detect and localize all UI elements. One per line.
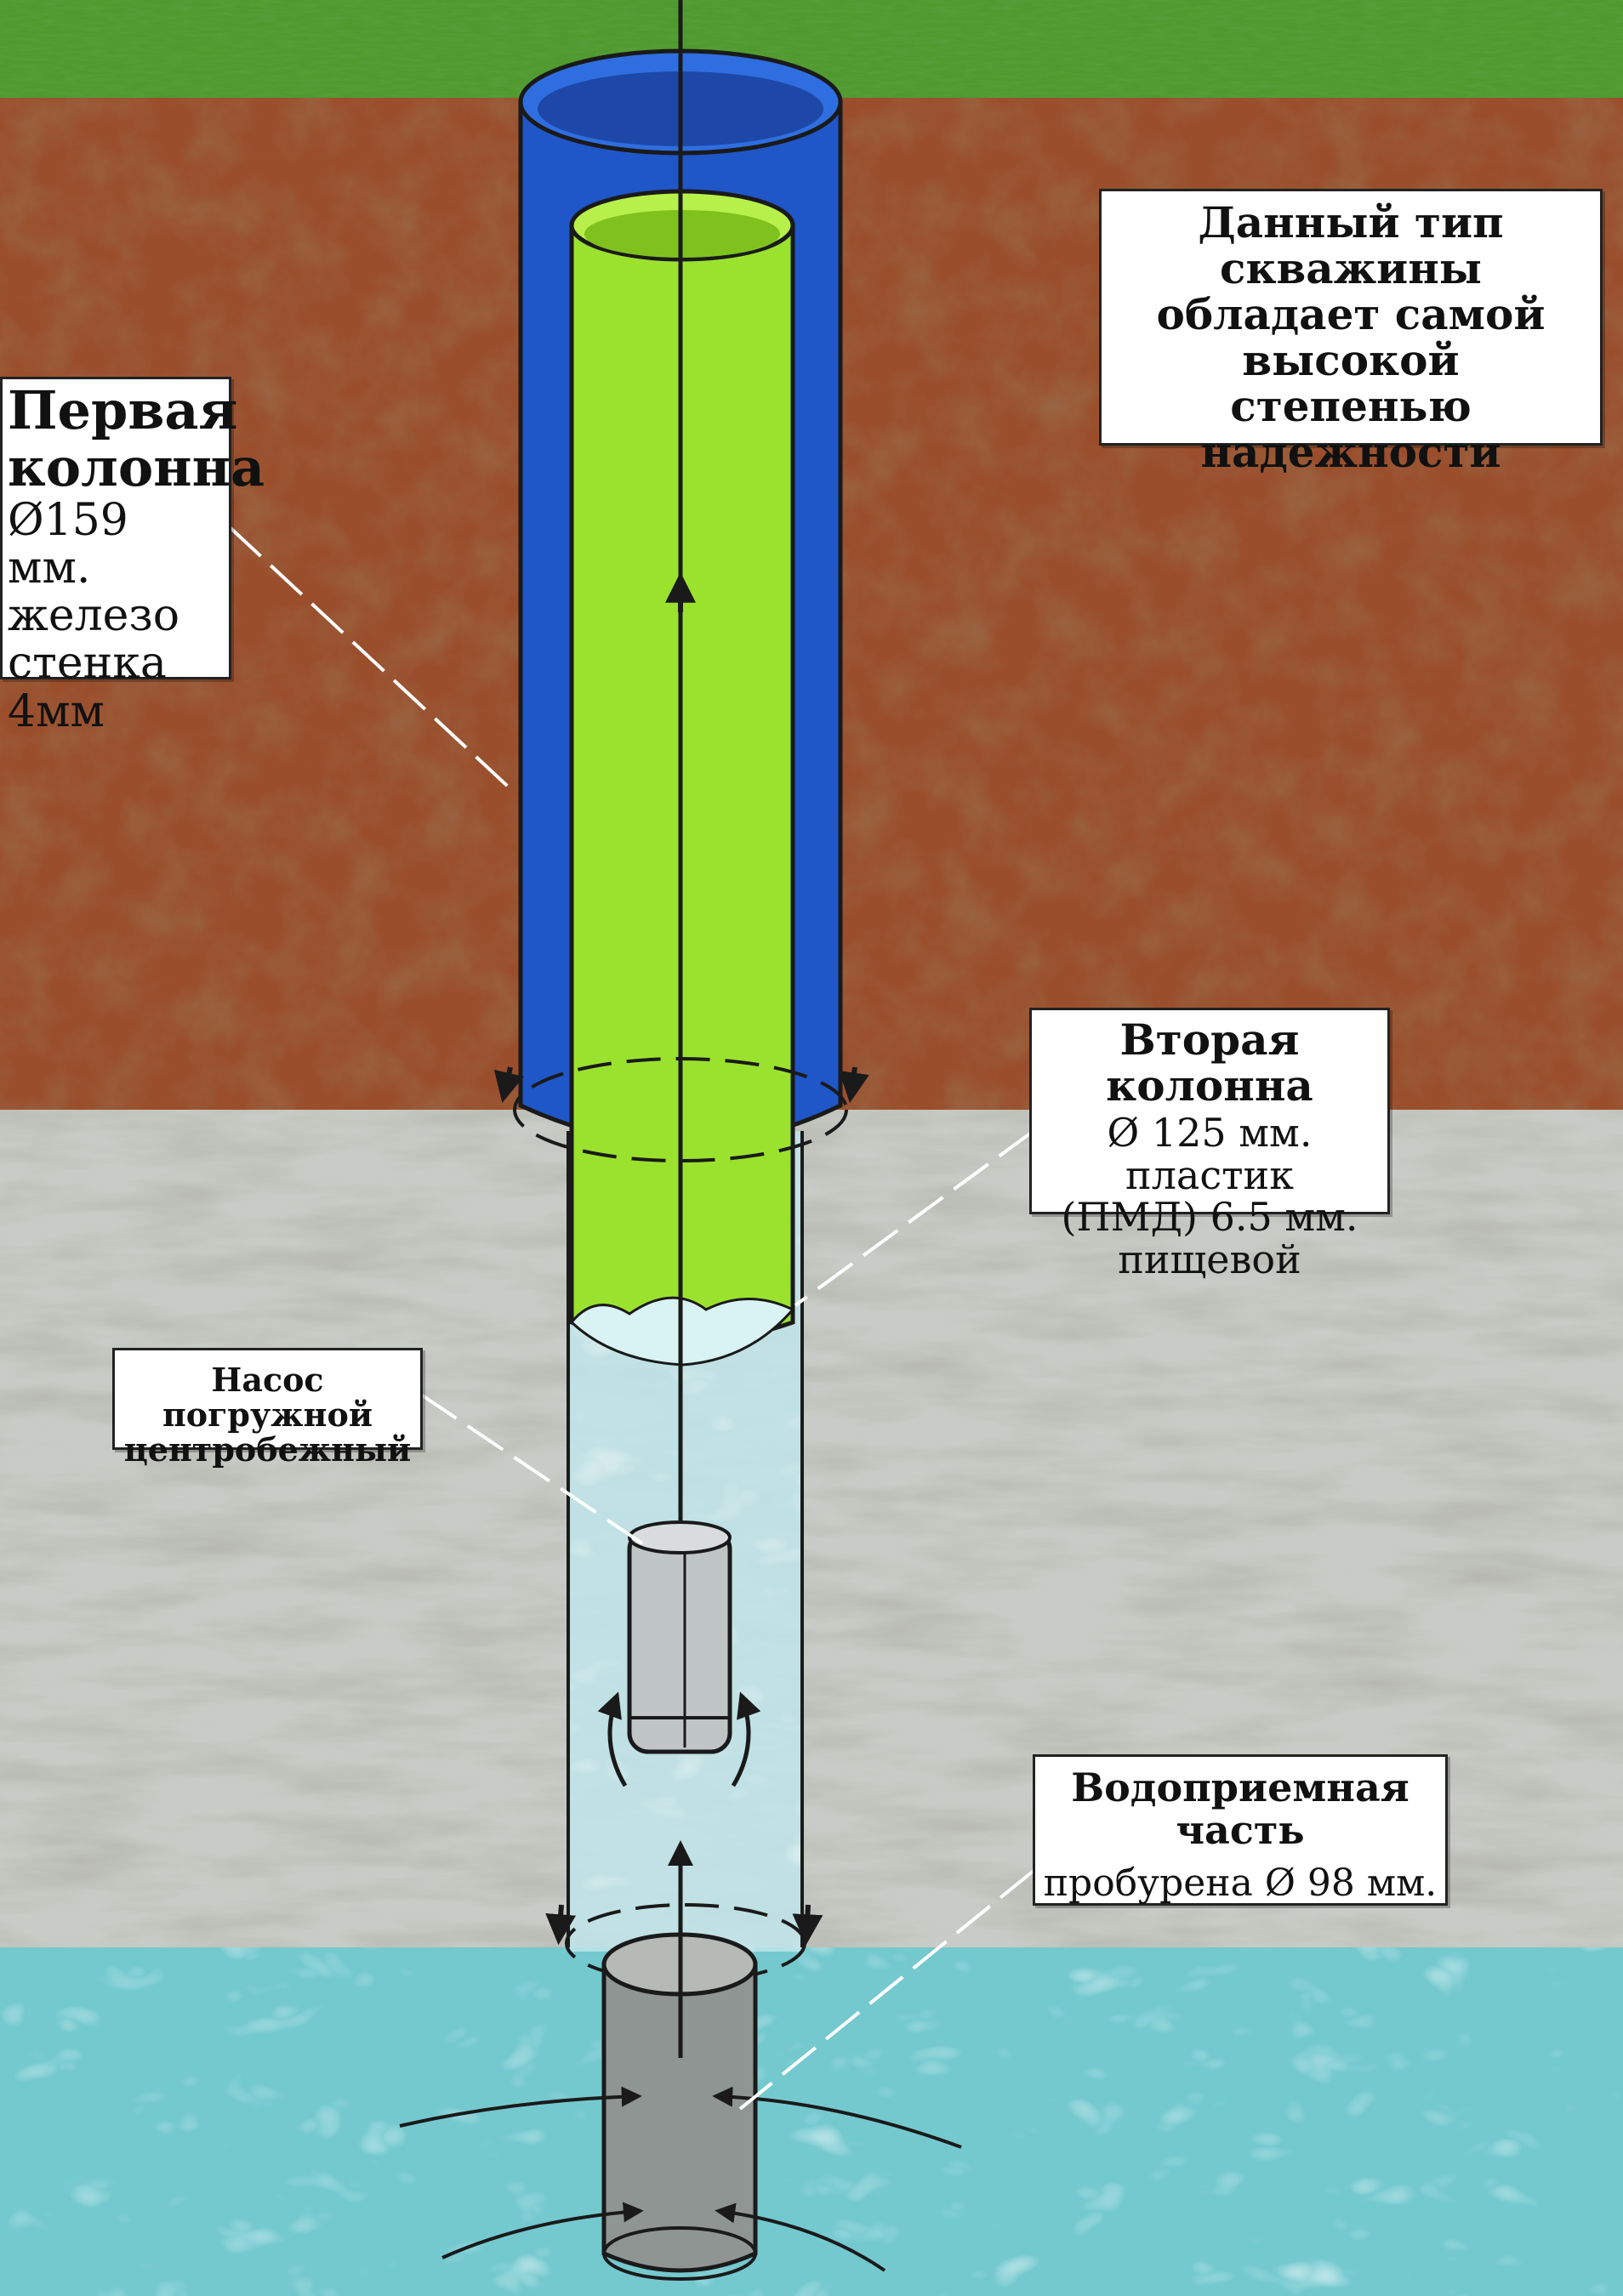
first-column-title: колонна <box>8 435 265 498</box>
grass-layer <box>0 0 1623 100</box>
pump <box>597 1520 761 1787</box>
inflow-arrows <box>399 2086 962 2272</box>
aquifer-layer <box>0 1947 1623 2296</box>
reliability-note: Данный тип скважины обладает самой высок… <box>1099 189 1603 475</box>
intake-pipe <box>601 1932 758 2281</box>
shoe-arrow-left <box>493 1066 524 1104</box>
bottom-arrow-right <box>792 1904 823 1946</box>
reliability-line: обладает самой <box>1156 289 1546 339</box>
intake-label: Водоприемная часть пробурена Ø 98 мм. <box>1033 1754 1448 1906</box>
first-column-spec: железо <box>8 590 180 642</box>
leader-lines <box>228 526 1035 2111</box>
second-column-title: Вторая колонна <box>1106 1014 1313 1111</box>
reliability-line: скважины <box>1220 243 1482 293</box>
intake-title: Водоприемная часть <box>1071 1765 1409 1853</box>
first-column-label: Первая колонна Ø159 мм. железо стенка 4м… <box>0 377 265 736</box>
second-column-label: Вторая колонна Ø 125 мм. пластик (ПМД) 6… <box>1029 1008 1390 1281</box>
second-column-spec: Ø 125 мм. пластик <box>1107 1110 1313 1198</box>
intake-spec: пробурена Ø 98 мм. <box>1043 1861 1438 1906</box>
bottom-arrow-left <box>545 1904 577 1946</box>
reliability-line: высокой <box>1242 335 1460 385</box>
pump-label-line: Насос погружной <box>162 1361 373 1435</box>
first-column-spec: стенка <box>8 638 167 690</box>
first-column-title: Первая <box>8 379 238 441</box>
first-column-spec: Ø159 мм. <box>8 494 128 594</box>
shoe-arrow-right <box>839 1066 869 1104</box>
reliability-line: Данный тип <box>1198 197 1504 247</box>
reliability-line: степенью надежности <box>1200 381 1501 477</box>
second-column-spec: (ПМД) 6.5 мм. <box>1061 1194 1358 1241</box>
pump-label-line: центробежный <box>123 1430 412 1469</box>
pump-label: Насос погружной центробежный <box>112 1348 423 1467</box>
second-column-spec: пищевой <box>1118 1236 1301 1283</box>
first-column-spec: 4мм <box>8 685 105 737</box>
